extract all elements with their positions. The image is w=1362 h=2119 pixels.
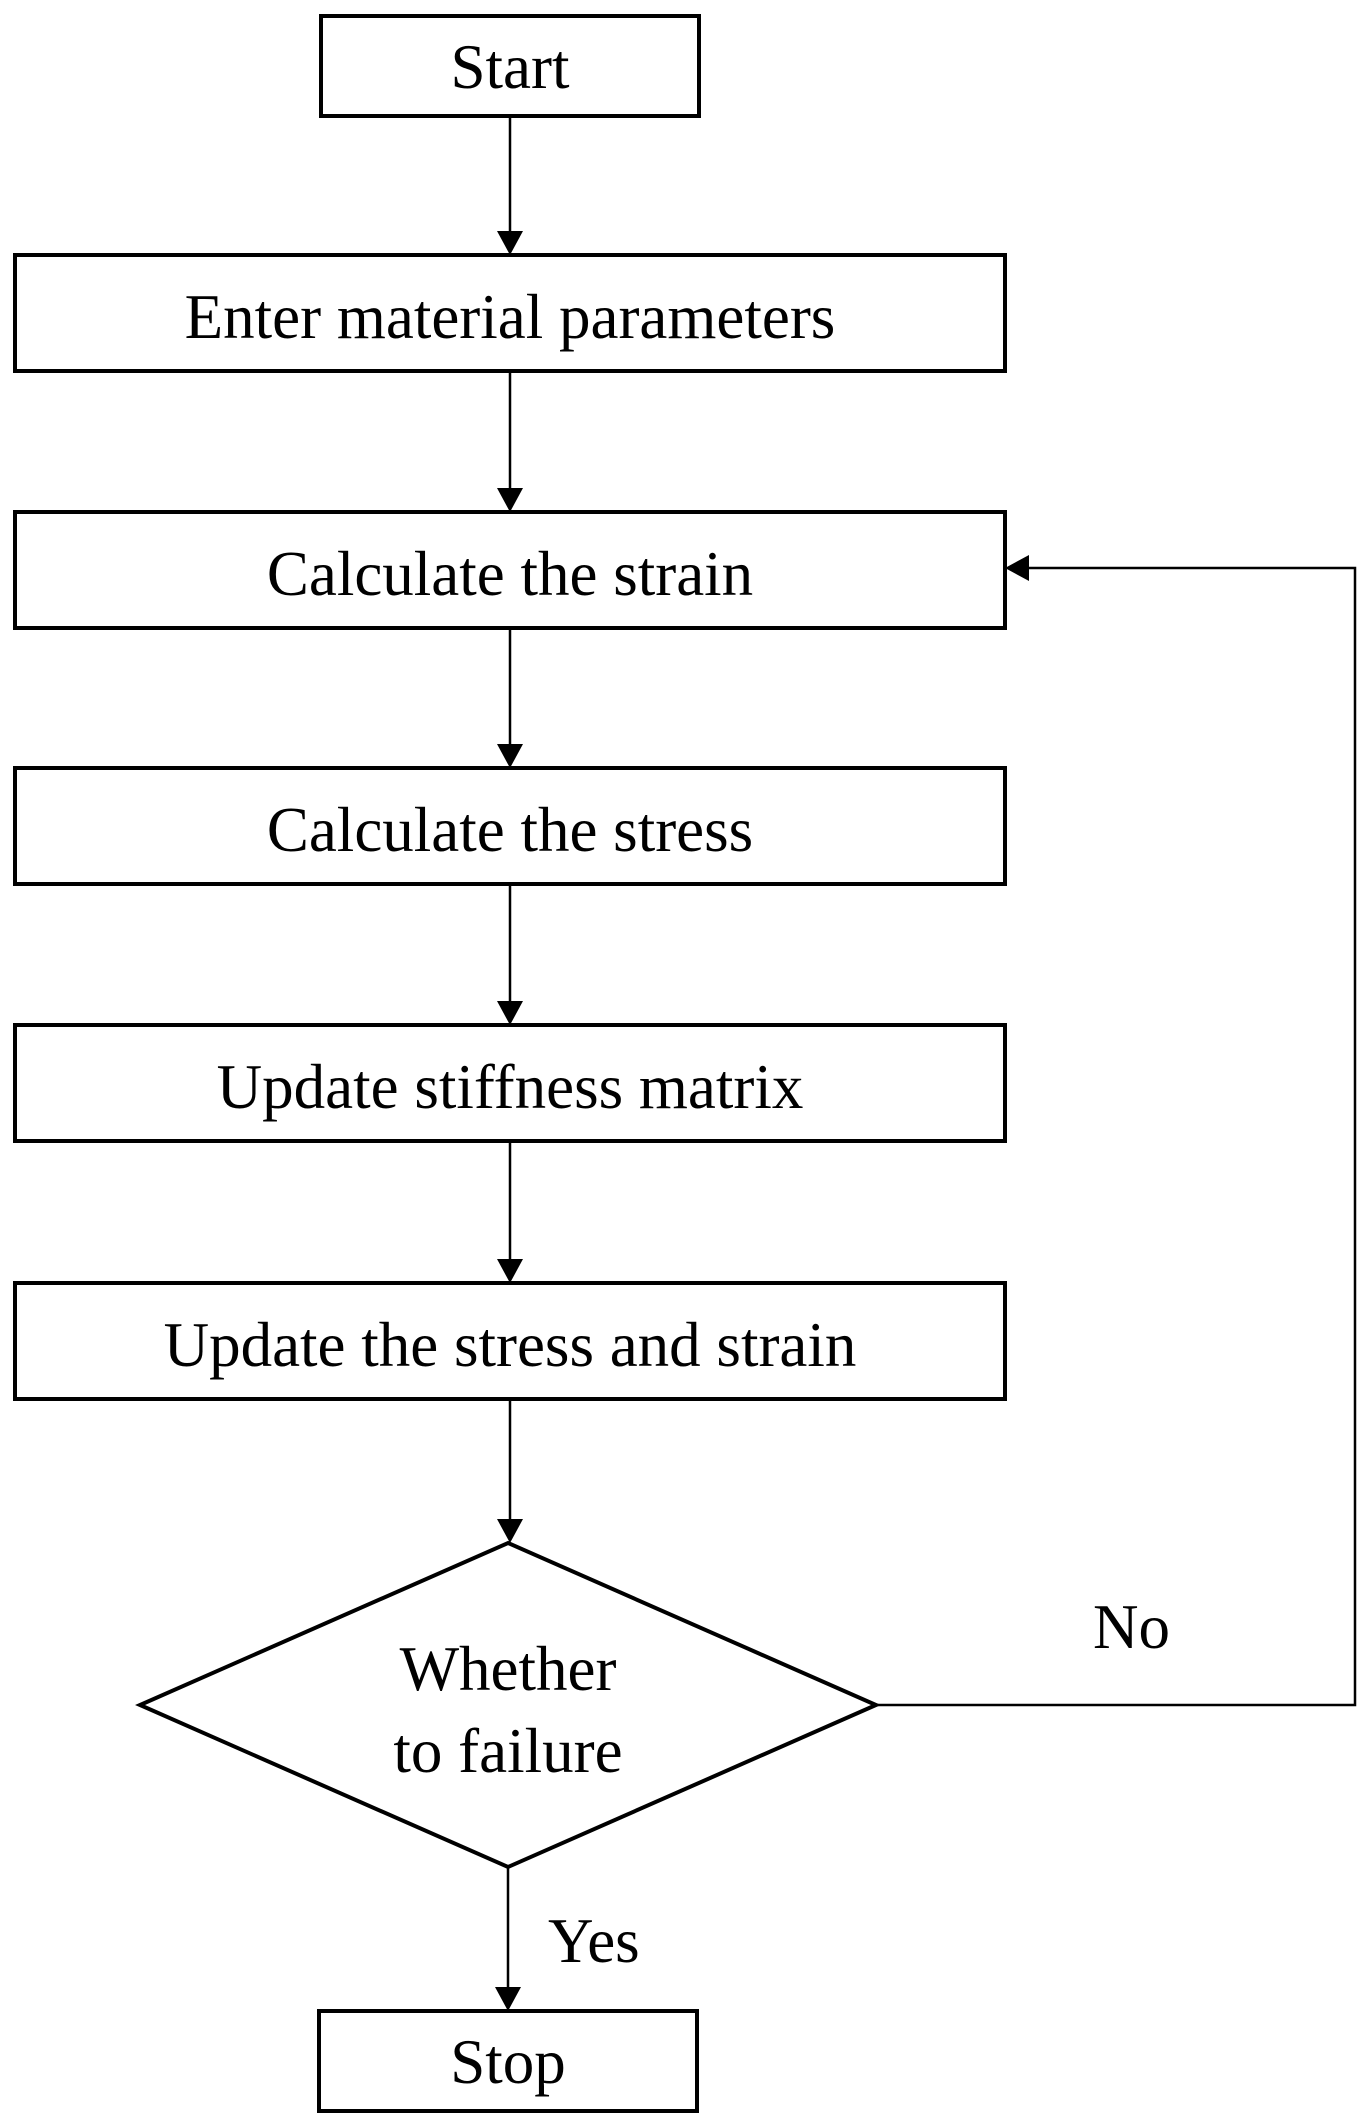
arrowhead <box>497 488 523 512</box>
node-decision-label-line2: to failure <box>393 1716 622 1786</box>
node-start-box <box>319 14 701 118</box>
node-start-label: Start <box>451 32 570 102</box>
node-enter-parameters-box <box>13 253 1007 373</box>
arrowhead <box>495 1987 521 2011</box>
connector-start-to-enter <box>497 116 523 255</box>
node-stop: Stop <box>317 2009 699 2113</box>
node-decision-diamond <box>135 1540 881 1870</box>
node-enter-parameters: Enter material parameters <box>13 253 1007 373</box>
arrowhead <box>497 1001 523 1025</box>
node-update-stiffness-label: Update stiffness matrix <box>217 1052 804 1122</box>
node-enter-parameters-label: Enter material parameters <box>185 282 836 352</box>
connector-update-to-decision <box>497 1399 523 1543</box>
node-update-stress-strain-label: Update the stress and strain <box>164 1310 857 1380</box>
node-decision-label-line1: Whether <box>400 1634 617 1704</box>
node-update-stress-strain: Update the stress and strain <box>13 1281 1007 1401</box>
node-update-stress-strain-box <box>13 1281 1007 1401</box>
connector-strain-to-stress <box>497 628 523 768</box>
label-no: No <box>1093 1592 1170 1662</box>
node-start: Start <box>319 14 701 118</box>
node-calculate-stress-box <box>13 766 1007 886</box>
node-stop-box <box>317 2009 699 2113</box>
node-decision: Whether to failure <box>135 1540 881 1870</box>
connector-stress-to-stiffness <box>497 884 523 1025</box>
node-calculate-stress-label: Calculate the stress <box>267 795 753 865</box>
node-update-stiffness: Update stiffness matrix <box>13 1023 1007 1143</box>
node-stop-label: Stop <box>450 2027 566 2097</box>
node-calculate-stress: Calculate the stress <box>13 766 1007 886</box>
arrowhead <box>1005 555 1029 581</box>
connector-decision-no-loop <box>876 555 1357 1707</box>
node-calculate-strain: Calculate the strain <box>13 510 1007 630</box>
node-calculate-strain-label: Calculate the strain <box>267 539 753 609</box>
connector-decision-to-stop <box>495 1867 521 2011</box>
arrowhead <box>497 744 523 768</box>
arrowhead <box>497 1519 523 1543</box>
arrowhead <box>497 1259 523 1283</box>
connector-stiffness-to-update <box>497 1141 523 1283</box>
connector-enter-to-strain <box>497 371 523 512</box>
arrowhead <box>497 231 523 255</box>
label-yes: Yes <box>548 1906 640 1976</box>
